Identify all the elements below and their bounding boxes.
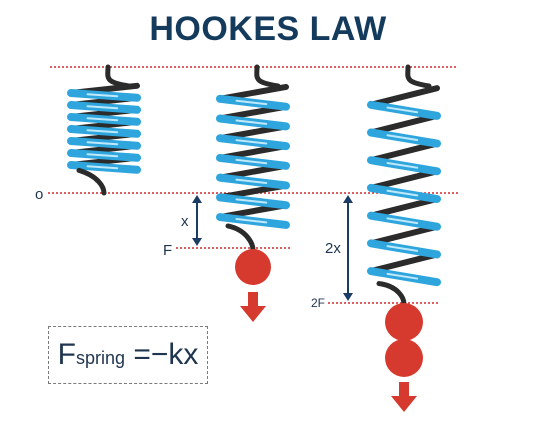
- displacement-2x-arrow: [343, 195, 353, 301]
- formula-box: Fspring =−kx: [48, 326, 208, 384]
- spring-coil-back: [368, 140, 440, 164]
- hookes-law-formula: Fspring =−kx: [58, 338, 199, 372]
- spring-coil-highlight: [235, 198, 268, 204]
- spring-coil-highlight: [235, 158, 268, 165]
- spring-top-hook: [105, 64, 132, 89]
- spring-coil-highlight: [235, 139, 268, 145]
- force-arrow-1: [240, 292, 266, 322]
- formula-force-symbol: F: [57, 338, 76, 371]
- displacement-2x-label: 2x: [325, 240, 341, 257]
- spring-top-hook: [254, 64, 281, 89]
- mass-ball-2-top: [385, 303, 423, 341]
- spring-coil-highlight: [86, 105, 119, 110]
- spring-coil-highlight: [386, 245, 419, 252]
- spring-stretched-x: [216, 64, 290, 253]
- spring-coil-highlight: [86, 153, 119, 158]
- spring-coil-back: [368, 85, 440, 108]
- formula-spring-subscript: spring: [75, 348, 125, 368]
- spring-top-hook: [405, 64, 432, 89]
- spring-coil-highlight: [235, 218, 268, 224]
- mass-ball-2-bottom: [385, 339, 423, 377]
- spring-stretched-2x: [367, 64, 441, 307]
- spring-coil-highlight: [86, 141, 119, 146]
- spring-coil-highlight: [86, 129, 119, 134]
- spring-coil-highlight: [235, 178, 268, 184]
- spring-coil-highlight: [386, 134, 419, 141]
- spring-coil-highlight: [86, 165, 119, 170]
- spring-coil-back: [368, 112, 440, 136]
- force-2f-label: 2F: [311, 296, 325, 310]
- spring-bottom-tail: [376, 281, 407, 307]
- unloaded-spring: [67, 64, 141, 196]
- spring-coil-back: [368, 168, 440, 191]
- spring-bottom-tail: [76, 167, 107, 196]
- spring-coil-highlight: [86, 117, 119, 122]
- spring-coil-highlight: [235, 119, 268, 125]
- spring-coil-highlight: [386, 106, 419, 114]
- spring-coil-highlight: [386, 189, 419, 197]
- spring-coil-highlight: [386, 217, 419, 225]
- spring-coil-highlight: [235, 99, 268, 106]
- diagram-title: HOOKES LAW: [149, 10, 387, 48]
- spring-bottom-tail: [225, 223, 256, 253]
- origin-label: o: [35, 186, 43, 203]
- spring-coil-highlight: [86, 93, 119, 98]
- spring-coil-highlight: [386, 161, 419, 169]
- spring-coil-back: [368, 196, 440, 219]
- spring-coil-back: [368, 223, 440, 247]
- spring-coil-back: [368, 251, 440, 275]
- mass-ball-1: [235, 249, 271, 285]
- spring-coil-highlight: [386, 272, 419, 280]
- formula-rhs: =−kx: [124, 338, 199, 371]
- force-arrow-2: [391, 382, 417, 412]
- displacement-x-label: x: [181, 213, 189, 230]
- displacement-x-arrow: [192, 195, 202, 246]
- force-f-label: F: [163, 242, 172, 259]
